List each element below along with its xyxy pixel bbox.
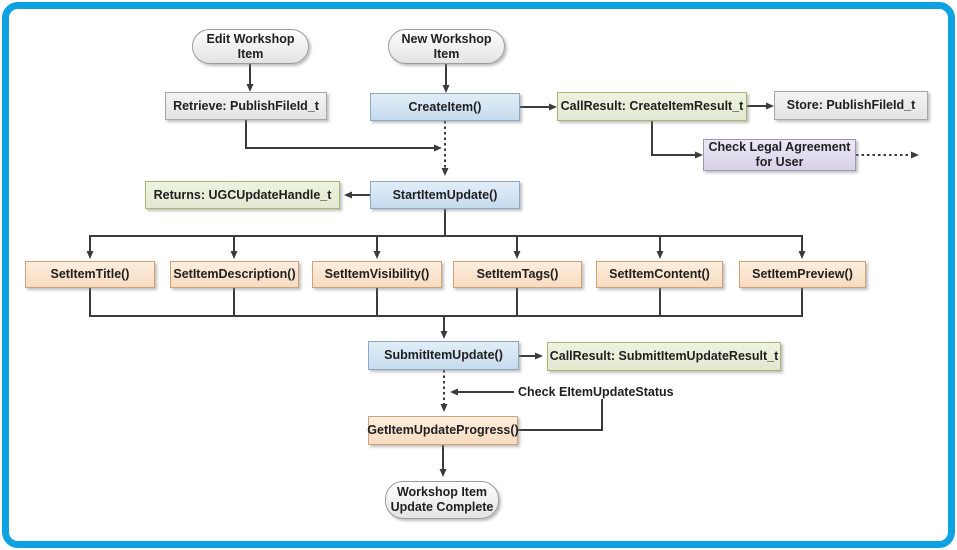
- check-eitemupdatestatus-label: Check EItemUpdateStatus: [516, 385, 676, 399]
- node-setitemtags: SetItemTags(): [453, 261, 582, 288]
- node-store-publishfileid: Store: PublishFileId_t: [774, 91, 928, 120]
- node-startitemupdate: StartItemUpdate(): [370, 181, 520, 209]
- node-callresult-createitemresult: CallResult: CreateItemResult_t: [557, 92, 747, 121]
- node-setitempreview: SetItemPreview(): [739, 261, 866, 288]
- node-setitemtitle: SetItemTitle(): [25, 261, 155, 288]
- node-callresult-submititemupdateresult: CallResult: SubmitItemUpdateResult_t: [547, 342, 781, 371]
- node-getitemupdateprogress: GetItemUpdateProgress(): [367, 416, 519, 445]
- node-new-workshop-item: New Workshop Item: [388, 29, 505, 64]
- node-returns-ugcupdatehandle: Returns: UGCUpdateHandle_t: [145, 181, 340, 209]
- node-setitemdescription: SetItemDescription(): [170, 261, 299, 288]
- node-workshop-item-update-complete: Workshop Item Update Complete: [385, 481, 499, 519]
- node-setitemcontent: SetItemContent(): [596, 261, 723, 288]
- node-check-legal-agreement: Check Legal Agreement for User: [703, 139, 856, 171]
- node-createitem: CreateItem(): [370, 93, 520, 121]
- node-submititemupdate: SubmitItemUpdate(): [368, 341, 519, 370]
- node-edit-workshop-item: Edit Workshop Item: [192, 29, 309, 64]
- connector-lines: [86, 64, 919, 477]
- node-setitemvisibility: SetItemVisibility(): [312, 261, 442, 288]
- node-retrieve-publishfileid: Retrieve: PublishFileId_t: [165, 92, 327, 120]
